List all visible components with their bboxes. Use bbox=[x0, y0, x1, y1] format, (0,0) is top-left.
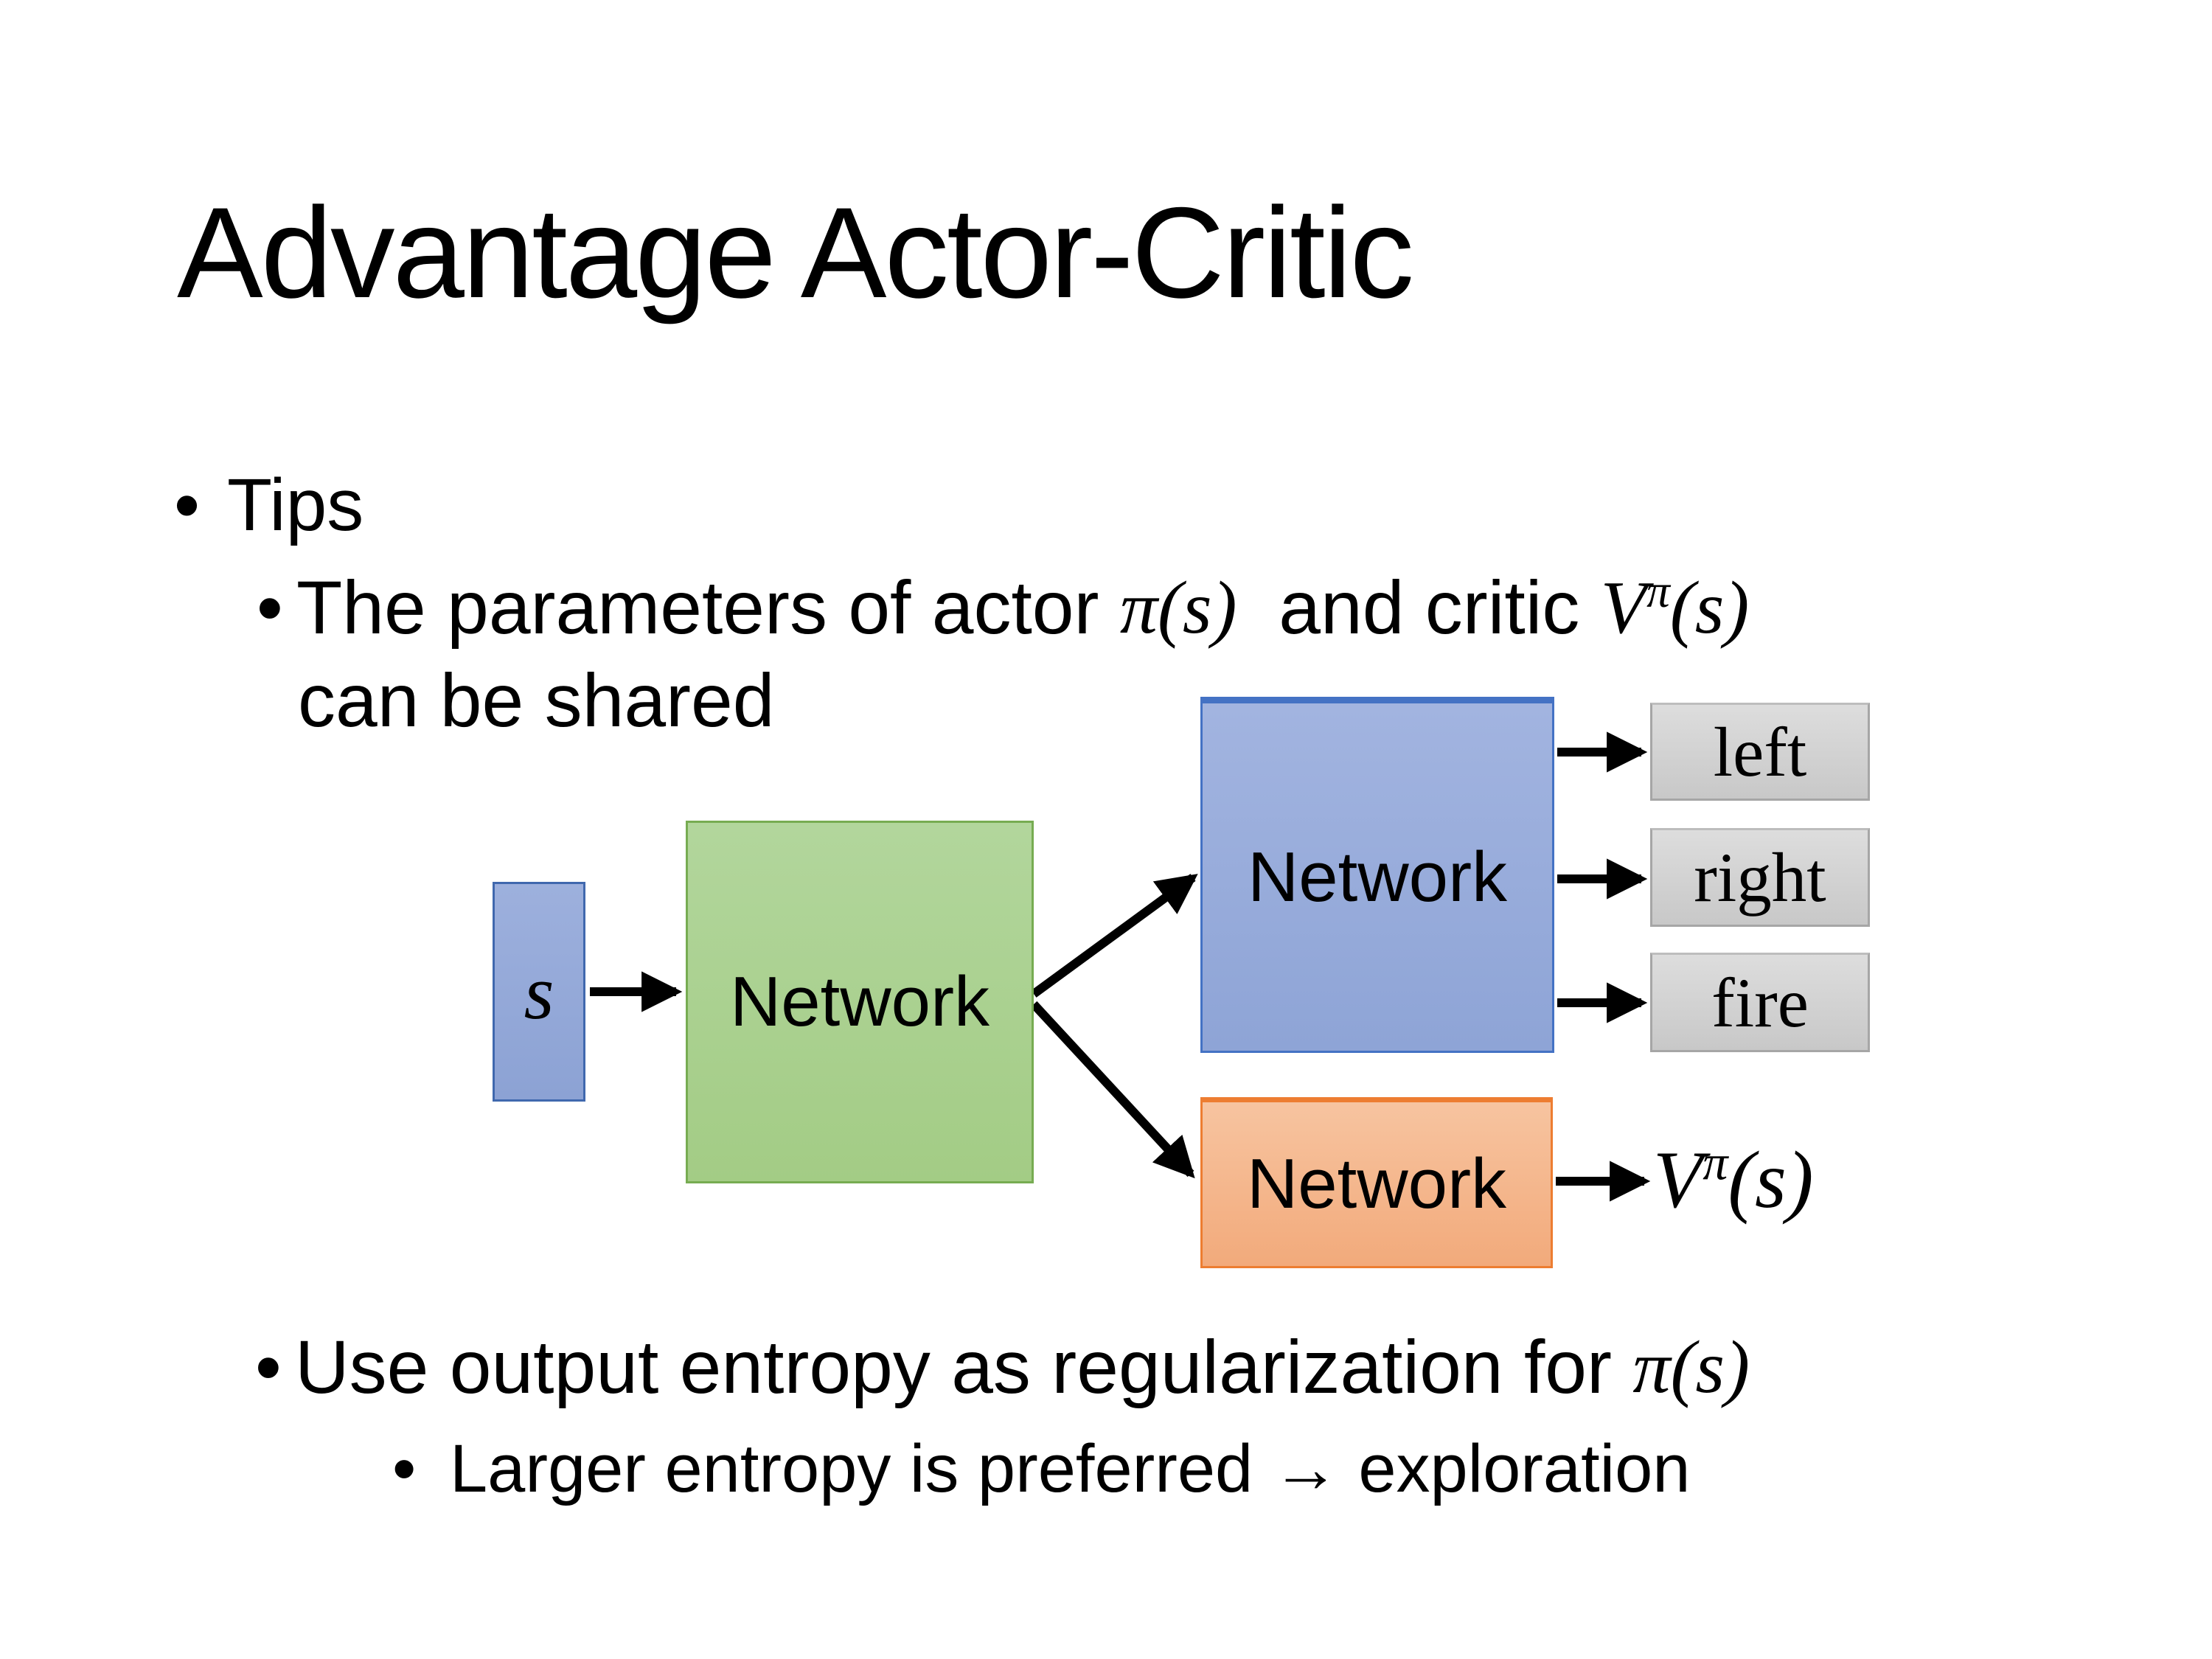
arrow-shared-to-critic-network bbox=[1030, 1001, 1195, 1179]
value-superscript: π bbox=[1703, 1134, 1728, 1191]
shared-network-label: Network bbox=[729, 962, 990, 1041]
critic-network-label: Network bbox=[1246, 1144, 1507, 1223]
critic-value-superscript: π bbox=[1646, 566, 1670, 617]
policy-math: π(s) bbox=[1632, 1326, 1750, 1409]
critic-network-box: Network bbox=[1200, 1097, 1553, 1268]
state-input-box: s bbox=[493, 882, 585, 1102]
actor-network-label: Network bbox=[1247, 837, 1508, 917]
action-right-box: right bbox=[1650, 828, 1870, 927]
shared-network-box: Network bbox=[686, 821, 1034, 1183]
entropy-text: Use output entropy as regularization for bbox=[295, 1325, 1633, 1409]
action-left-label: left bbox=[1713, 712, 1807, 791]
value-args: (s) bbox=[1728, 1135, 1814, 1225]
bullet-exploration: • Larger entropy is preferred → explorati… bbox=[392, 1430, 1690, 1508]
action-fire-label: fire bbox=[1711, 963, 1809, 1042]
bullet-parameters: •The parameters of actor π(s) and critic… bbox=[257, 565, 1749, 651]
tips-label: Tips bbox=[227, 464, 364, 546]
bullet-icon: • bbox=[174, 464, 201, 546]
parameters-text-mid: and critic bbox=[1237, 566, 1601, 650]
bullet-icon: • bbox=[392, 1431, 417, 1506]
bullet-icon: • bbox=[255, 1325, 282, 1409]
state-label: s bbox=[524, 948, 554, 1035]
parameters-line2: can be shared bbox=[298, 658, 775, 742]
actor-policy-math: π(s) bbox=[1119, 566, 1237, 650]
page-title: Advantage Actor-Critic bbox=[177, 181, 1414, 325]
arrow-shared-to-actor-network bbox=[1031, 874, 1198, 998]
bullet-entropy: •Use output entropy as regularization fo… bbox=[255, 1324, 1750, 1411]
actor-network-box: Network bbox=[1200, 697, 1554, 1053]
critic-value-base: V bbox=[1600, 566, 1647, 650]
value-output: Vπ(s) bbox=[1653, 1131, 1813, 1228]
bullet-tips: • Tips bbox=[174, 463, 364, 548]
action-left-box: left bbox=[1650, 703, 1870, 801]
critic-value-args: (s) bbox=[1669, 566, 1750, 650]
value-base: V bbox=[1653, 1135, 1703, 1225]
action-fire-box: fire bbox=[1650, 953, 1870, 1052]
action-right-label: right bbox=[1694, 838, 1826, 917]
parameters-text: The parameters of actor bbox=[296, 566, 1120, 650]
bullet-icon: • bbox=[257, 566, 283, 650]
exploration-text: Larger entropy is preferred → exploratio… bbox=[450, 1431, 1691, 1506]
